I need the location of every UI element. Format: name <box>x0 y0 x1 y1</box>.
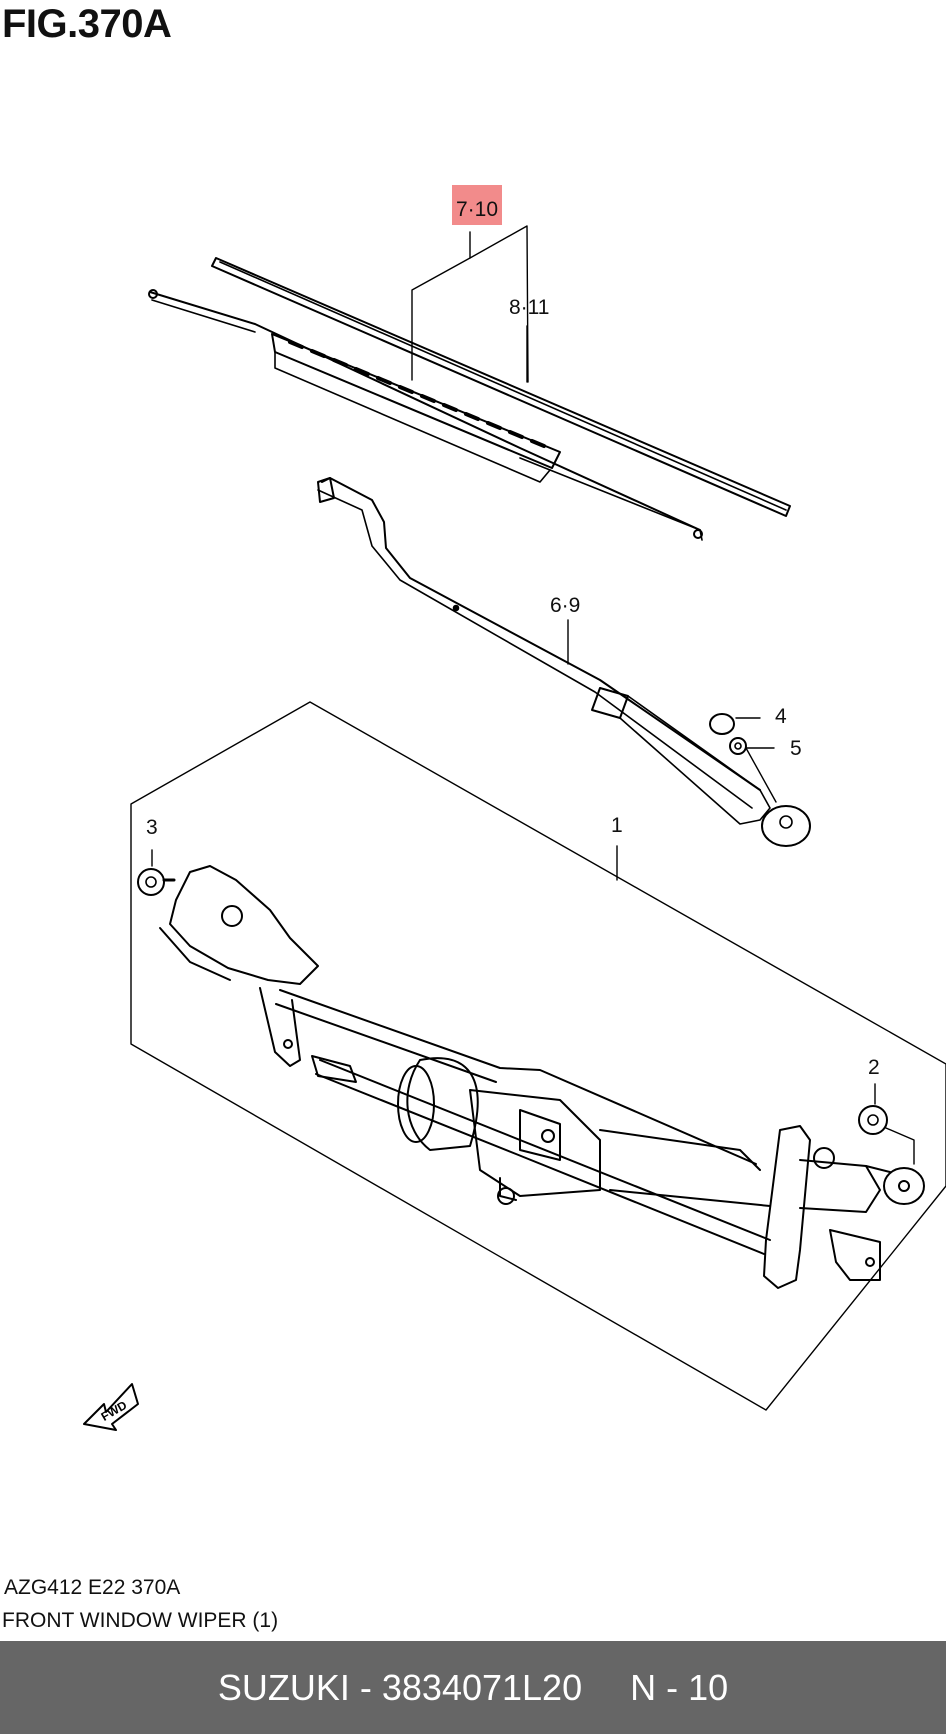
pivot-cap <box>709 713 735 735</box>
figure-code: AZG412 E22 370A <box>4 1576 181 1599</box>
wiper-blade-rubber <box>211 257 791 517</box>
wiper-arm <box>317 477 811 847</box>
leader-lines <box>151 225 915 1165</box>
callout-1: 1 <box>611 814 623 837</box>
footer-page: N - 10 <box>630 1666 729 1708</box>
callout-7-10: 7·10 <box>452 185 503 225</box>
callout-5: 5 <box>790 737 802 760</box>
callout-8-11: 8·11 <box>509 296 550 319</box>
figure-description: FRONT WINDOW WIPER (1) <box>2 1609 279 1632</box>
linkage-assembly-box <box>130 701 946 1411</box>
footer-bar: SUZUKI - 3834071L20 N - 10 <box>0 1641 946 1734</box>
footer-brand: SUZUKI <box>217 1666 350 1708</box>
wiper-linkage-motor <box>159 865 925 1289</box>
mounting-bushing-right <box>858 1105 888 1135</box>
pivot-nut <box>729 737 747 755</box>
callout-6-9: 6·9 <box>550 594 581 617</box>
mounting-bolt-left <box>137 868 176 896</box>
callout-3: 3 <box>146 816 158 839</box>
callout-4: 4 <box>775 705 787 728</box>
figure-title: FIG.370A <box>2 2 172 46</box>
footer-separator: - <box>359 1666 372 1708</box>
wiper-blade-assembly <box>148 289 703 541</box>
fwd-arrow-icon: FWD <box>83 1383 139 1431</box>
callout-2: 2 <box>868 1056 880 1079</box>
footer-part-number: 3834071L20 <box>381 1666 583 1708</box>
